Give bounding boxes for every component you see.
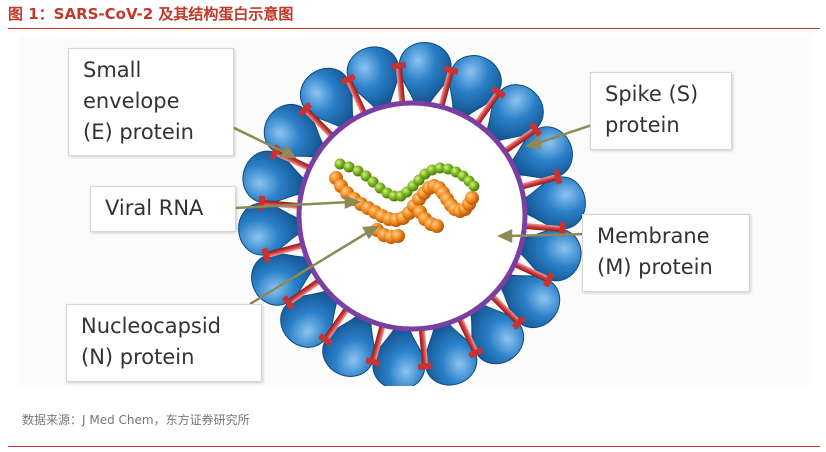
- pointer-arrows: [229, 122, 596, 306]
- envelope-protein: [487, 291, 526, 330]
- envelope-protein: [298, 102, 337, 141]
- envelope-protein: [261, 241, 307, 263]
- arrow-head-small-envelope: [279, 144, 297, 159]
- label-viral-rna: Viral RNA: [90, 186, 236, 232]
- label-small-envelope-line2: envelope: [83, 89, 180, 113]
- arrow-head-membrane: [496, 229, 513, 243]
- label-spike: Spike (S) protein: [590, 72, 732, 150]
- label-nucleocapsid: Nucleocapsid (N) protein: [66, 304, 262, 382]
- arrow-small-envelope: [229, 124, 289, 156]
- figure-title: 图 1：SARS-CoV-2 及其结构蛋白示意图: [8, 2, 820, 29]
- label-viral-rna-text: Viral RNA: [105, 196, 204, 220]
- envelope-protein: [365, 321, 387, 367]
- envelope-protein: [517, 169, 563, 191]
- figure-source: 数据来源：J Med Chem，东方证券研究所: [22, 413, 250, 427]
- arrow-head-nucleocapsid: [361, 225, 380, 240]
- envelope-protein: [391, 62, 406, 107]
- arrow-head-viral-rna: [344, 195, 362, 209]
- label-small-envelope-line3: (E) protein: [83, 120, 194, 144]
- nucleocapsid-bead: [465, 191, 479, 205]
- arrow-head-spike: [525, 135, 542, 150]
- envelope-protein-layer: [258, 62, 566, 370]
- rna-bead-green: [434, 162, 446, 174]
- envelope-protein: [455, 314, 484, 359]
- bottom-rule: [8, 446, 820, 447]
- envelope-protein: [510, 259, 555, 288]
- nucleocapsid-bead: [430, 219, 444, 233]
- envelope-protein: [500, 122, 542, 156]
- envelope-protein: [340, 73, 369, 118]
- nucleocapsid-bead: [391, 229, 405, 243]
- viral-rna-strand: [329, 158, 480, 244]
- diagram-area: Small envelope (E) protein Viral RNA Nuc…: [20, 36, 810, 386]
- rna-bead-green: [352, 165, 364, 177]
- rna-bead-green: [468, 180, 480, 192]
- arrow-membrane: [507, 232, 589, 238]
- virus-diagram: [229, 42, 596, 386]
- envelope-protein: [437, 65, 459, 111]
- arrow-viral-rna: [234, 200, 351, 210]
- arrow-spike: [534, 122, 596, 146]
- arrow-nucleocapsid: [249, 229, 371, 306]
- envelope-protein: [282, 276, 324, 310]
- label-small-envelope-line1: Small: [83, 58, 142, 82]
- label-spike-line1: Spike (S): [605, 82, 699, 106]
- envelope-protein: [521, 222, 566, 237]
- rna-bead-green: [343, 161, 355, 173]
- label-membrane-line1: Membrane: [597, 224, 710, 248]
- label-nucleocapsid-line2: (N) protein: [81, 345, 195, 369]
- label-membrane: Membrane (M) protein: [582, 214, 750, 292]
- envelope-protein: [318, 304, 352, 346]
- envelope-protein: [472, 86, 506, 128]
- spike-protein-layer: [238, 42, 586, 386]
- envelope-protein: [418, 325, 433, 370]
- label-spike-line2: protein: [605, 113, 680, 137]
- label-membrane-line2: (M) protein: [597, 255, 713, 279]
- rna-bead-green: [334, 158, 346, 170]
- label-small-envelope: Small envelope (E) protein: [68, 48, 234, 156]
- label-nucleocapsid-line1: Nucleocapsid: [81, 314, 222, 338]
